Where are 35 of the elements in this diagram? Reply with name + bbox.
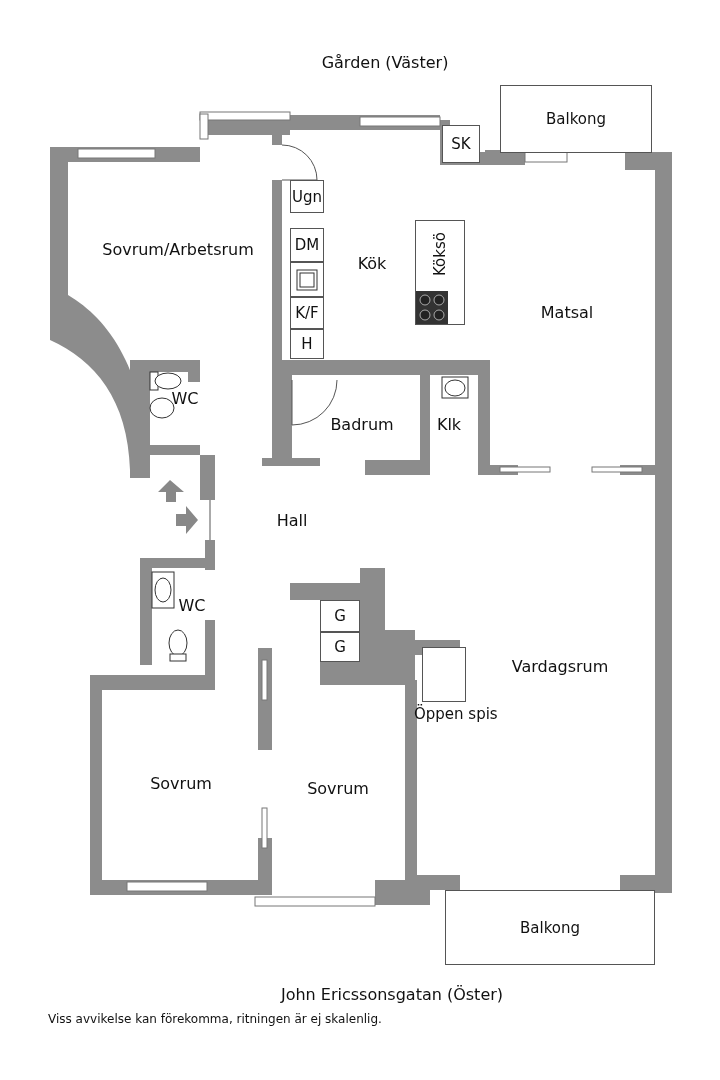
room-label: Sovrum/Arbetsrum xyxy=(102,239,254,259)
disclaimer-note: Viss avvikelse kan förekomma, ritningen är ej skalenlig. xyxy=(48,1012,382,1026)
fixture-label: Ugn xyxy=(292,187,322,206)
appliance-box xyxy=(290,329,324,359)
room-label: Vardagsrum xyxy=(511,656,609,676)
room-label: Balkong xyxy=(546,110,606,128)
fixture-label: DM xyxy=(294,236,320,254)
wardrobe-box xyxy=(320,632,360,662)
street-label: John Ericssonsgatan (Öster) xyxy=(280,984,504,1004)
fixture-label: Köksö xyxy=(431,232,449,276)
closet-box xyxy=(442,125,480,163)
room-label: Klk xyxy=(436,414,462,434)
room-label: Sovrum xyxy=(150,773,212,793)
appliance-box xyxy=(290,180,324,213)
room-label: Kök xyxy=(357,253,387,273)
room-label: Matsal xyxy=(540,302,594,322)
room-label: WC xyxy=(171,388,199,408)
fixture-label: K/F xyxy=(295,304,319,322)
room-label: Öppen spis xyxy=(414,705,498,723)
room-label: Sovrum xyxy=(307,778,369,798)
appliance-box xyxy=(290,228,324,262)
fixture-label: H xyxy=(301,335,313,353)
balcony-area xyxy=(500,85,652,153)
fixture-label: G xyxy=(334,607,346,625)
fixture-label: SK xyxy=(451,135,471,153)
appliance-box xyxy=(290,297,324,329)
balcony-area xyxy=(445,890,655,965)
room-label: Balkong xyxy=(520,918,580,937)
room-label: Hall xyxy=(276,510,308,530)
room-label: WC xyxy=(178,595,206,615)
room-label: Badrum xyxy=(330,414,394,434)
direction-label: Gården (Väster) xyxy=(321,52,449,72)
wardrobe-box xyxy=(320,600,360,632)
kitchen-island xyxy=(415,220,465,325)
fixture-label: G xyxy=(334,638,346,656)
